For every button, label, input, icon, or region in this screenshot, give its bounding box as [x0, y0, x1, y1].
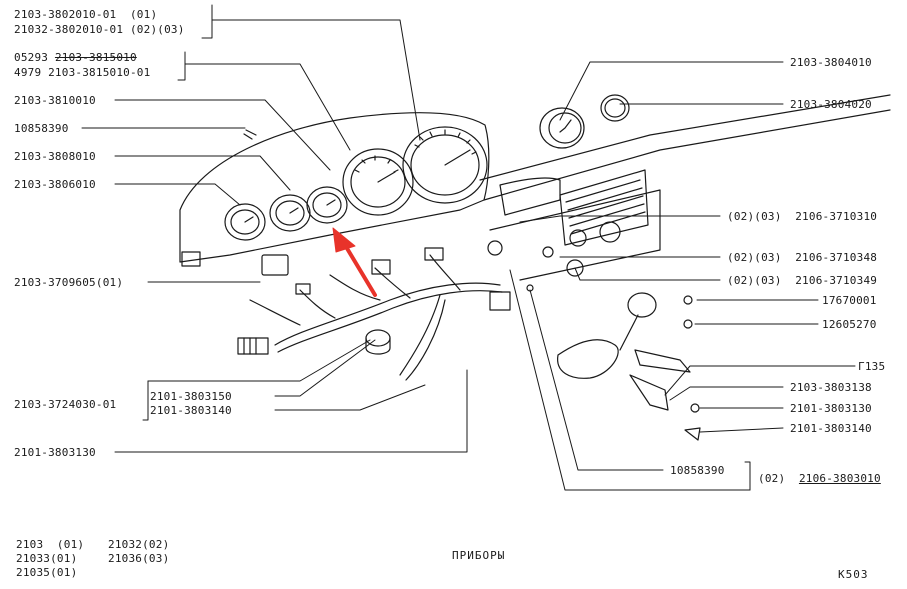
part-label-2106-3803010: (02) 2106-3803010 — [758, 472, 881, 485]
part-label-12605270: 12605270 — [822, 318, 877, 331]
part-label-2106-3710348: (02)(03) 2106-3710348 — [727, 251, 878, 264]
dashboard-panel — [179, 94, 891, 281]
part-label-10858390: 10858390 — [14, 122, 69, 135]
part-prefix: 05293 — [14, 51, 55, 64]
part-label-2103-3803138: 2103-3803138 — [790, 381, 872, 394]
model-21032: 21032(02) — [108, 538, 170, 551]
highlight-arrow — [332, 227, 377, 297]
part-label-4979: 4979 2103-3815010-01 — [14, 66, 151, 79]
part-label-2103-3709605: 2103-3709605(01) — [14, 276, 124, 289]
speedometer-gauge — [402, 126, 488, 204]
wiring-harness — [249, 247, 511, 381]
part-label-2103-3808010: 2103-3808010 — [14, 150, 96, 163]
leader-lines-left — [81, 4, 468, 453]
part-label-2103-3724030-01: 2103-3724030-01 — [14, 398, 117, 411]
bracket-right — [744, 461, 751, 491]
gear-shift-console — [557, 292, 701, 441]
part-label-21032-3802010-01: 21032-3802010-01 (02)(03) — [14, 23, 185, 36]
part-label-2101-3803150: 2101-3803150 — [150, 390, 232, 403]
page-code: К503 — [838, 568, 869, 581]
part-label-g135: Г135 — [858, 360, 886, 373]
variant-prefix: (02) — [758, 472, 799, 485]
part-label-2103-3802010-01: 2103-3802010-01 (01) — [14, 8, 158, 21]
part-label-2103-3804020: 2103-3804020 — [790, 98, 872, 111]
diagram-title: ПРИБОРЫ — [452, 549, 506, 562]
leader-lines-right — [509, 61, 856, 491]
part-label-10858390-right: 10858390 — [670, 464, 725, 477]
model-2103: 2103 (01) — [16, 538, 85, 551]
model-21035: 21035(01) — [16, 566, 78, 579]
part-label-2106-3710349: (02)(03) 2106-3710349 — [727, 274, 878, 287]
small-gauges — [224, 186, 348, 241]
switches-and-lamps — [181, 129, 700, 413]
model-21036: 21036(03) — [108, 552, 170, 565]
tachometer-gauge — [342, 148, 414, 216]
part-label-2101-3803140-left: 2101-3803140 — [150, 404, 232, 417]
part-label-2103-3810010: 2103-3810010 — [14, 94, 96, 107]
part-label-2103-3806010: 2103-3806010 — [14, 178, 96, 191]
clock-gauge — [539, 94, 630, 149]
part-label-2101-3803140-right: 2101-3803140 — [790, 422, 872, 435]
part-label-2101-3803130-right: 2101-3803130 — [790, 402, 872, 415]
model-21033: 21033(01) — [16, 552, 78, 565]
struck-part-number: 2103-3815010 — [54, 51, 137, 64]
part-label-17670001: 17670001 — [822, 294, 877, 307]
part-label-2103-3804010: 2103-3804010 — [790, 56, 872, 69]
underlined-part-number: 2106-3803010 — [798, 472, 881, 485]
part-label-2106-3710310: (02)(03) 2106-3710310 — [727, 210, 878, 223]
part-label-2101-3803130-left: 2101-3803130 — [14, 446, 96, 459]
part-label-05293: 05293 2103-3815010 — [14, 51, 137, 64]
